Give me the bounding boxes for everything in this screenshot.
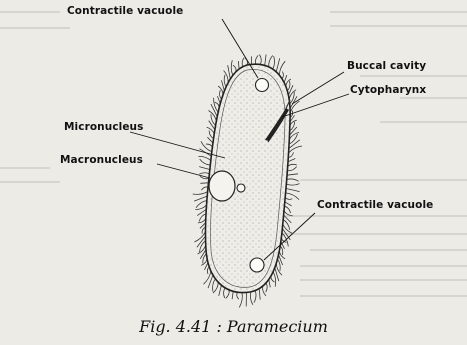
cilium	[269, 280, 271, 288]
label-macronucleus: Macronucleus	[60, 154, 143, 166]
figure-caption: Fig. 4.41 : Paramecium	[0, 317, 467, 336]
cilium	[242, 58, 244, 67]
cilium	[287, 179, 299, 181]
cilium	[207, 127, 215, 134]
cilium	[287, 167, 296, 171]
cilium	[285, 197, 292, 199]
cilium	[231, 60, 233, 75]
cilium	[237, 292, 239, 299]
label-micronucleus: Micronucleus	[64, 121, 143, 133]
cilium	[255, 55, 258, 64]
contractile-vacuole-bottom-shape	[250, 258, 264, 272]
cilium	[265, 55, 266, 66]
label-contractile-vacuole-bottom: Contractile vacuole	[317, 199, 433, 211]
cilium	[286, 193, 300, 200]
cilium	[226, 290, 229, 299]
cilium	[204, 271, 211, 284]
cilium	[213, 282, 218, 293]
cilium	[285, 202, 292, 206]
cilium	[206, 144, 213, 147]
pointer-buccal-cavity	[292, 72, 344, 104]
contractile-vacuole-top-shape	[256, 79, 269, 92]
cilium	[201, 258, 207, 265]
micronucleus-shape	[237, 184, 245, 192]
cilium	[233, 65, 236, 72]
cilium	[199, 167, 210, 170]
cilium	[254, 291, 256, 303]
cilium	[287, 174, 298, 175]
cilium	[213, 279, 216, 292]
cilium	[284, 215, 292, 223]
cilium	[273, 272, 276, 287]
macronucleus-shape	[209, 171, 235, 201]
cilium	[211, 114, 216, 125]
cilium	[200, 159, 211, 165]
cilium	[224, 75, 226, 87]
cilium	[239, 293, 242, 308]
cilium	[219, 285, 222, 296]
cilium	[259, 289, 260, 300]
pointer-macronucleus	[157, 164, 210, 178]
cilium	[194, 232, 205, 242]
cilium	[279, 61, 285, 75]
cilium	[284, 75, 287, 83]
cilium	[283, 220, 290, 230]
cilium	[195, 205, 206, 210]
cilium	[276, 58, 280, 72]
label-contractile-vacuole-top: Contractile vacuole	[67, 5, 183, 17]
cilium	[286, 184, 299, 186]
cilium	[269, 56, 273, 68]
cilium	[238, 61, 239, 69]
cilium	[193, 192, 208, 195]
cilium	[199, 173, 209, 174]
cilium	[228, 65, 231, 79]
cilium	[284, 211, 293, 216]
cilium	[207, 137, 213, 143]
label-cytopharynx: Cytopharynx	[350, 84, 426, 96]
cilium	[276, 263, 282, 275]
cilium	[263, 286, 266, 296]
cilium	[250, 292, 253, 305]
cilium	[194, 196, 207, 201]
cilium	[282, 233, 288, 247]
cilium	[290, 127, 297, 135]
cilium	[288, 164, 297, 166]
label-buccal-cavity: Buccal cavity	[347, 60, 426, 72]
cilium	[200, 183, 208, 184]
cilium	[224, 288, 226, 298]
cilium	[273, 56, 275, 69]
cilium	[288, 159, 295, 162]
cilium	[211, 104, 217, 117]
cilium	[288, 85, 293, 95]
cilium	[232, 291, 233, 299]
cilium	[286, 189, 300, 192]
cilium	[200, 250, 206, 259]
cilium	[260, 55, 262, 65]
cilium	[266, 283, 267, 292]
